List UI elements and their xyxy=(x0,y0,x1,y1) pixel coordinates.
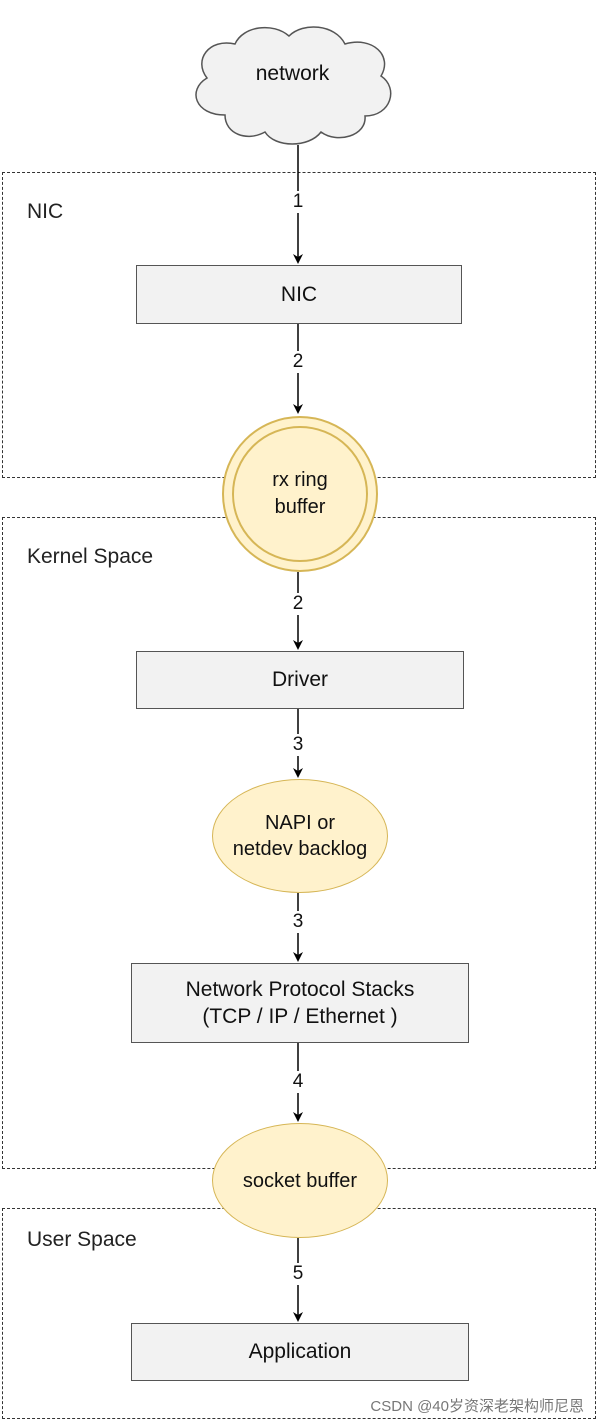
step-label-2a: 2 xyxy=(290,351,306,373)
step-label-2b: 2 xyxy=(290,593,306,615)
nic-node: NIC xyxy=(136,265,462,324)
watermark-text: CSDN @40岁资深老架构师尼恩 xyxy=(370,1398,584,1415)
nic-zone-label: NIC xyxy=(27,200,64,223)
napi-node: NAPI or netdev backlog xyxy=(212,779,388,893)
rx-ring-buffer-label: rx ring buffer xyxy=(232,426,368,562)
socket-buffer-node: socket buffer xyxy=(212,1123,388,1238)
kernel-space-zone-label: Kernel Space xyxy=(27,545,154,568)
step-label-4: 4 xyxy=(290,1071,306,1093)
protocol-stacks-node: Network Protocol Stacks (TCP / IP / Ethe… xyxy=(131,963,469,1043)
user-space-zone-label: User Space xyxy=(27,1228,137,1251)
step-label-3a: 3 xyxy=(290,734,306,756)
driver-node: Driver xyxy=(136,651,464,709)
step-label-3b: 3 xyxy=(290,911,306,933)
step-label-1: 1 xyxy=(290,191,306,213)
step-label-5: 5 xyxy=(290,1263,306,1285)
network-label: network xyxy=(255,62,330,85)
application-node: Application xyxy=(131,1323,469,1381)
network-cloud-icon xyxy=(195,26,392,145)
